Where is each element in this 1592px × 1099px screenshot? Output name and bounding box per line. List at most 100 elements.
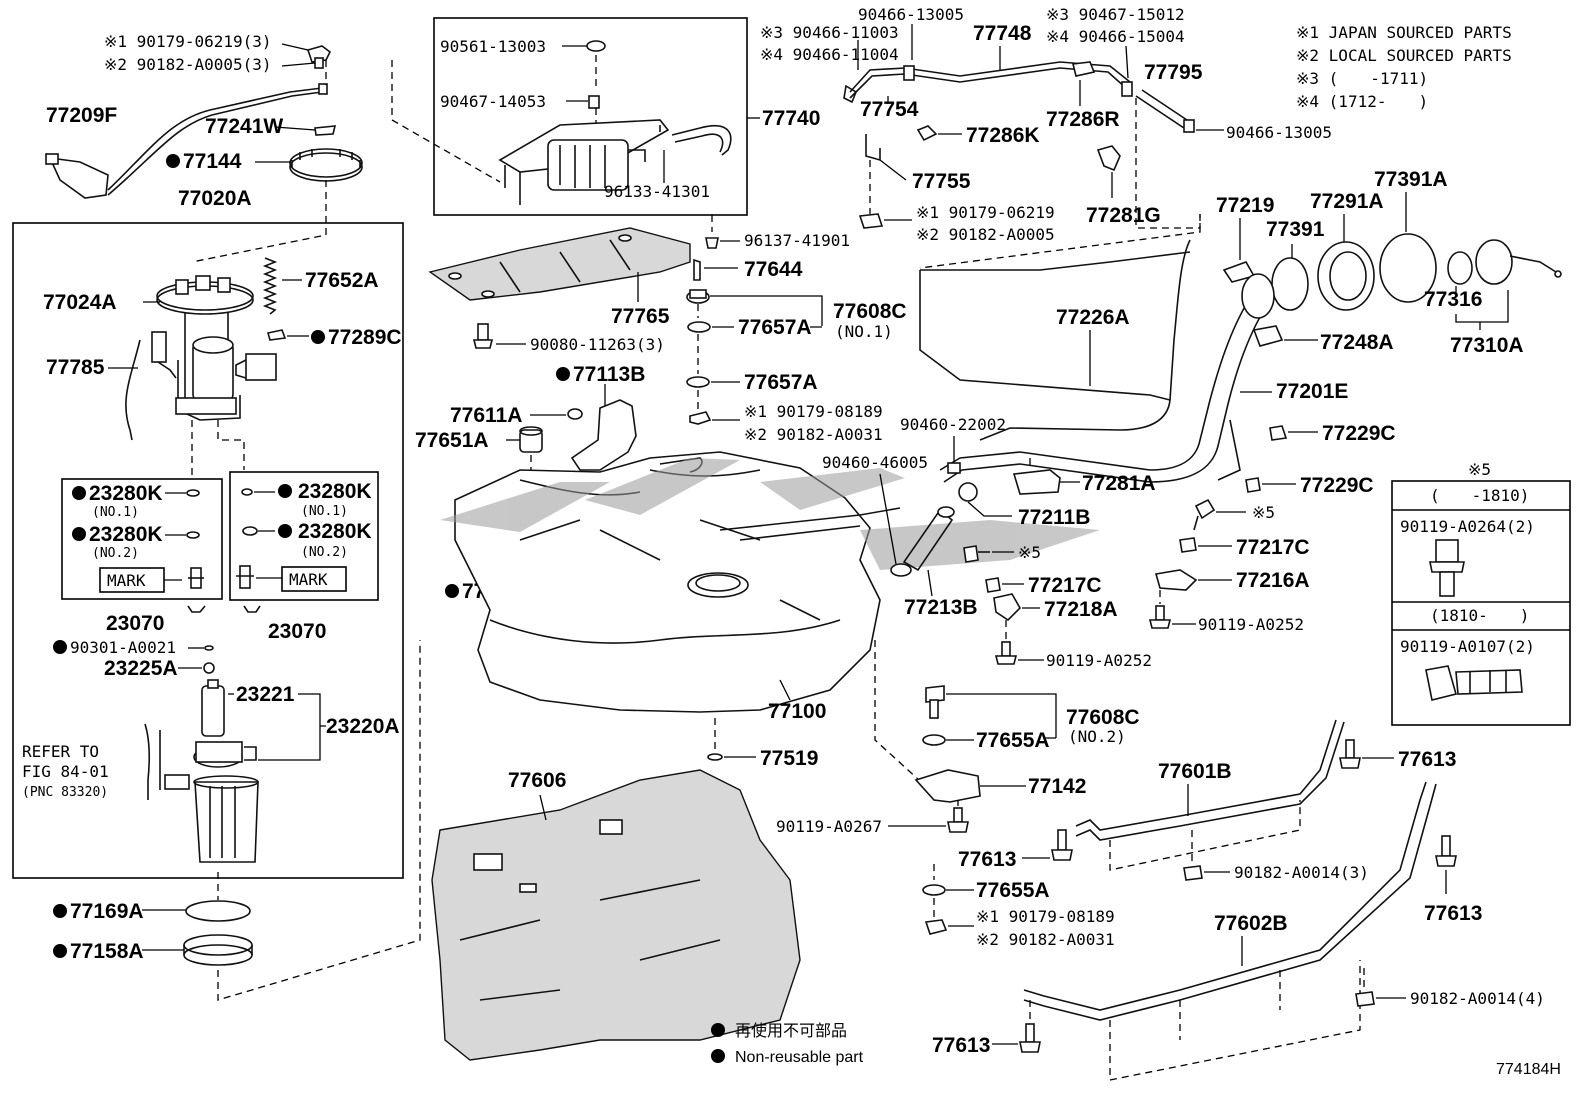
refer-line-2: FIG 84-01 [22, 762, 109, 781]
mark-label-2: MARK [289, 570, 328, 589]
nut-90182 [1183, 865, 1203, 881]
label-77613-a: 77613 [958, 848, 1016, 871]
label-23280K-3-no: (NO.1) [301, 504, 348, 519]
nonreusable-dot [72, 527, 86, 541]
label-77655A-2: 77655A [976, 879, 1050, 902]
fuel-pump-assembly-77024A [156, 275, 277, 421]
nonreusable-dot [556, 367, 570, 381]
clip-90460 [947, 462, 961, 474]
protector-77113B [570, 399, 637, 471]
label-77100: 77100 [768, 700, 826, 723]
label-77519-b: 77519 [760, 747, 818, 770]
breather-tube-77226A [919, 251, 1191, 401]
label-77024A: 77024A [43, 291, 117, 314]
label-90460-46005: 90460-46005 [822, 453, 928, 472]
note5-b: ※5 [1252, 503, 1275, 522]
clip-77229C [1245, 477, 1261, 493]
note-90179-c: ※1 90179-06219 [916, 203, 1055, 222]
gasket-77391 [1271, 257, 1309, 311]
label-90119-A0252-b: 90119-A0252 [1046, 651, 1152, 670]
note5-range2: (1810- ) [1430, 606, 1529, 625]
heat-shield-77765 [428, 227, 691, 301]
label-77216A: 77216A [1236, 569, 1310, 592]
nonreusable-dot [72, 486, 86, 500]
spring-77652A [262, 257, 278, 315]
bolt-90119-A0267 [947, 807, 969, 833]
note4-90467: ※4 90466-15004 [1046, 27, 1185, 46]
clip-77289C [266, 329, 287, 341]
label-77201E: 77201E [1276, 380, 1348, 403]
label-23280K-1: 23280K [89, 482, 163, 505]
label-77113B: 77113B [573, 363, 645, 386]
label-90467-14053: 90467-14053 [440, 92, 546, 111]
cushion-77651A [519, 426, 543, 453]
gasket-77169A [185, 900, 251, 922]
label-77755: 77755 [912, 170, 971, 193]
box-23070-right [229, 471, 379, 601]
hose-96133 [671, 125, 732, 156]
label-77241W: 77241W [205, 115, 283, 138]
label-90182-A0014-a: 90182-A0014(3) [1234, 863, 1369, 882]
oring-23280K [241, 488, 253, 496]
label-90182-A0014-b: 90182-A0014(4) [1410, 989, 1545, 1008]
cushion-77657A [686, 376, 710, 388]
label-77391A: 77391A [1374, 168, 1448, 191]
label-77020A: 77020A [178, 187, 252, 210]
mark-label-1: MARK [107, 571, 146, 590]
label-77611A: 77611A [450, 404, 522, 427]
pump-housing [193, 775, 259, 863]
label-23070-right: 23070 [268, 620, 326, 643]
clip-77217C [1179, 537, 1197, 553]
label-23225A: 23225A [104, 657, 178, 680]
label-77651A: 77651A [415, 429, 489, 452]
label-77740: 77740 [762, 107, 820, 130]
note-90179-b: ※1 90179-08189 [744, 402, 883, 421]
label-77765: 77765 [611, 305, 670, 328]
cushion-77655A [922, 734, 946, 746]
label-77748: 77748 [973, 22, 1032, 45]
label-90561: 90561-13003 [440, 37, 546, 56]
diagram-id: 774184H [1496, 1061, 1561, 1078]
wire-refer [144, 723, 161, 800]
flange-bolt-A0107 [1425, 665, 1523, 701]
legend-3: ※3 ( -1711) [1296, 69, 1428, 88]
nonreusable-dot [311, 330, 325, 344]
nonreusable-dot [166, 154, 180, 168]
oring-23280K [242, 526, 258, 536]
charcoal-canister [498, 119, 670, 205]
note5-range1: ( -1810) [1430, 486, 1529, 505]
label-77291A: 77291A [1310, 190, 1384, 213]
cap-77310A [1447, 239, 1562, 285]
label-77657A-1: 77657A [738, 316, 812, 339]
label-77229C-b: 77229C [1300, 474, 1374, 497]
bolt-note5 [963, 545, 990, 563]
label-77754: 77754 [860, 98, 919, 121]
clip-77286R [1072, 61, 1096, 77]
label-77655A-1: 77655A [976, 729, 1050, 752]
bolt-77613 [1435, 835, 1457, 867]
insulator-77606 [431, 769, 801, 1061]
label-77286K: 77286K [966, 124, 1040, 147]
bracket-77281G [1096, 145, 1121, 172]
note-90182-d: ※2 90182-A0031 [976, 930, 1115, 949]
label-77601B: 77601B [1158, 760, 1232, 783]
label-77281G: 77281G [1086, 204, 1161, 227]
strap-77601B [1075, 719, 1345, 841]
nonreusable-dot [53, 640, 67, 654]
nut-90179 [689, 411, 712, 425]
label-77316: 77316 [1424, 288, 1482, 311]
box-23070-left [61, 478, 223, 600]
housing-77291A [1317, 241, 1375, 311]
label-23280K-4-no: (NO.2) [301, 545, 348, 560]
clip-77286K [916, 125, 938, 142]
nonreusable-dot [711, 1023, 725, 1037]
label-77248A: 77248A [1320, 331, 1394, 354]
label-90460-22002: 90460-22002 [900, 415, 1006, 434]
label-77142: 77142 [1028, 775, 1086, 798]
label-90301: 90301-A0021 [70, 638, 176, 657]
hose-77795 [1135, 89, 1195, 133]
fuel-pump-23221 [193, 679, 257, 768]
cushion-77608C [686, 289, 710, 304]
